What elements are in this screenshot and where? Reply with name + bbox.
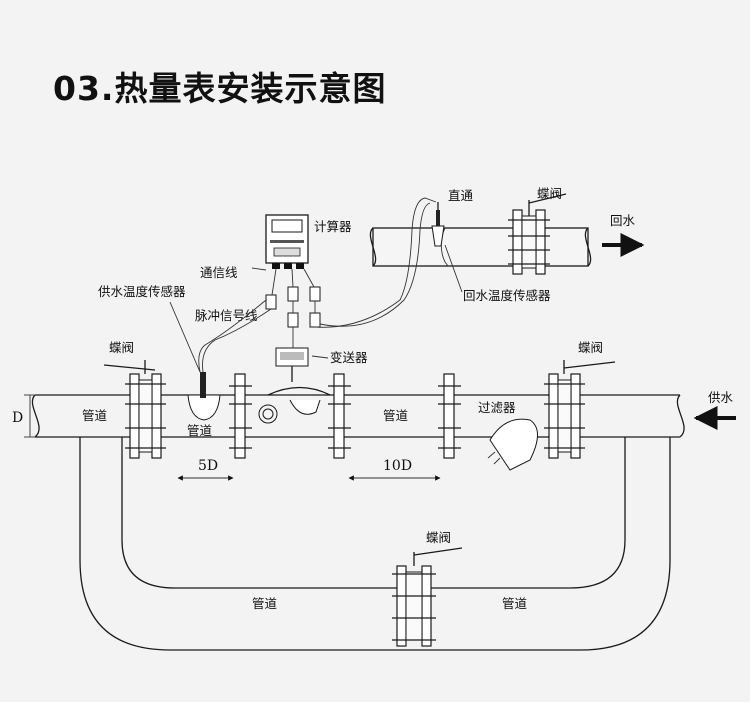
right-valve-label: 蝶阀 <box>578 340 603 355</box>
transmitter-label: 变送器 <box>330 350 368 365</box>
pulse-line-label: 脉冲信号线 <box>195 308 258 323</box>
filter <box>487 418 538 471</box>
comm-line-label: 通信线 <box>200 265 238 280</box>
left-valve-label: 蝶阀 <box>109 340 134 355</box>
mid-pipe-label: 管道 <box>383 408 409 423</box>
flange-pair-right <box>438 373 461 459</box>
left-valve-flange <box>103 360 166 459</box>
diameter-dimension: D <box>12 394 36 438</box>
diameter-label: D <box>12 410 23 426</box>
bottom-right-pipe-label: 管道 <box>502 596 528 611</box>
right-valve-flange <box>544 360 616 459</box>
return-pipe <box>369 227 592 267</box>
supply-temp-sensor-label: 供水温度传感器 <box>98 284 186 299</box>
left-pipe-label: 管道 <box>82 408 108 423</box>
return-valve-flange <box>508 193 567 275</box>
dist-5d-label: 5D <box>198 458 218 474</box>
filter-label: 过滤器 <box>478 400 516 415</box>
transmitter <box>258 347 331 424</box>
return-water-label: 回水 <box>610 213 636 228</box>
sensor-pipe-label: 管道 <box>187 423 213 438</box>
calculator <box>265 214 309 269</box>
bottom-left-pipe-label: 管道 <box>252 596 278 611</box>
return-valve-label: 蝶阀 <box>537 186 562 201</box>
return-temp-sensor <box>431 202 445 247</box>
dist-10d-label: 10D <box>383 458 412 474</box>
return-temp-sensor-label: 回水温度传感器 <box>463 288 551 303</box>
supply-temp-sensor <box>187 372 221 421</box>
bottom-valve-flange <box>392 547 463 647</box>
flange-pair-left <box>229 373 351 459</box>
dimension-10d: 10D <box>348 458 441 481</box>
wires <box>198 197 437 373</box>
dimension-5d: 5D <box>177 458 234 481</box>
page-title: 03.热量表安装示意图 <box>53 69 387 108</box>
calculator-label: 计算器 <box>314 219 352 234</box>
supply-water-label: 供水 <box>708 390 734 405</box>
straight-label: 直通 <box>448 188 474 203</box>
bottom-valve-label: 蝶阀 <box>426 530 451 545</box>
